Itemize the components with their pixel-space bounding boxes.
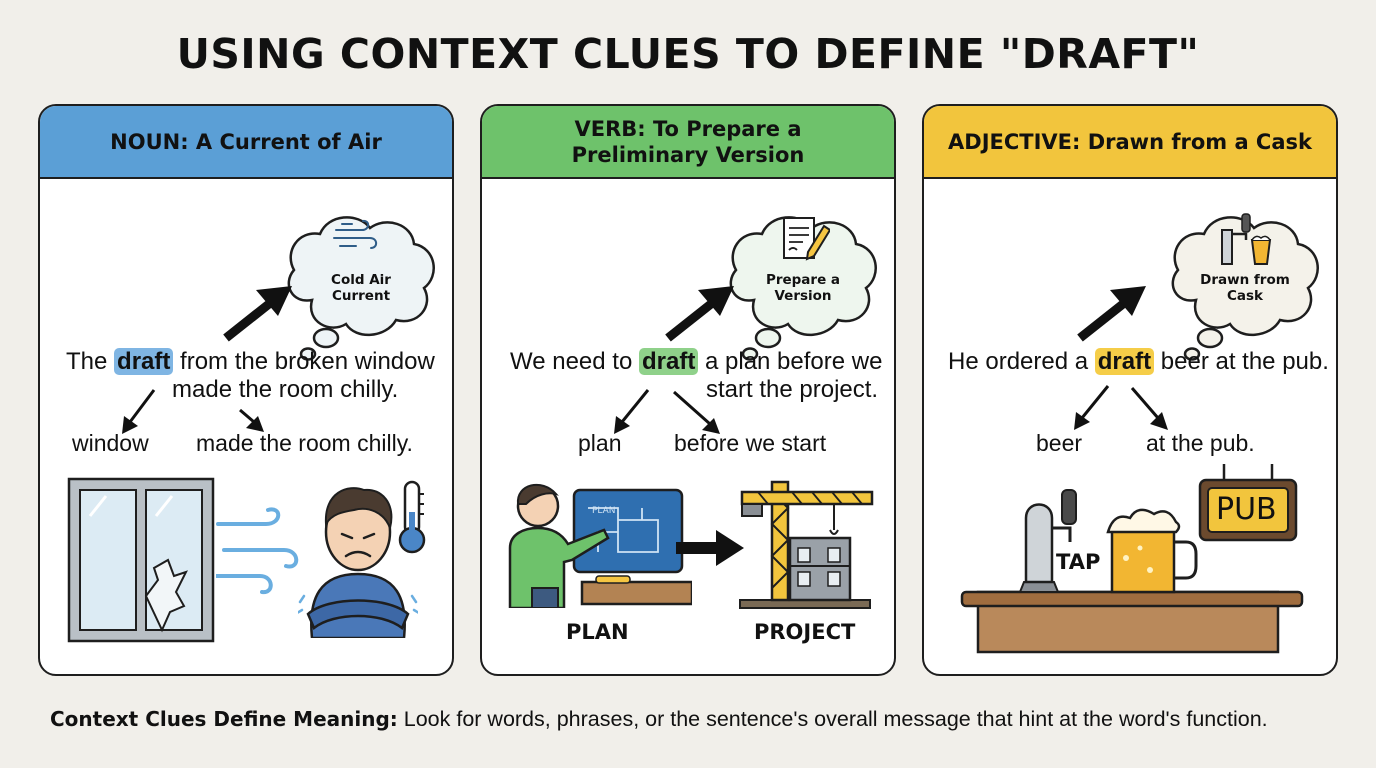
thought-cloud [729,216,877,361]
blueprint-label: PLAN [592,506,616,516]
footer-text: Look for words, phrases, or the sentence… [397,707,1268,731]
pub-sign-text: PUB [1216,492,1277,527]
broken-window-illustration [67,477,215,643]
clue-word: beer [1036,430,1083,456]
clue-arrows [1074,385,1168,430]
example-sentence-line2: start the project. [706,376,879,403]
project-label: PROJECT [754,620,856,644]
noun-panel: NOUN: A Current of Air Cold Air Current … [38,104,454,676]
footer-bold: Context Clues Define Meaning: [50,707,398,731]
plan-to-project-arrow [676,530,744,566]
verb-panel-header: VERB: To Prepare a Preliminary Version [482,106,894,179]
bar-counter-illustration [960,489,1304,654]
document-pencil-icon [783,217,830,261]
adjective-panel-header: ADJECTIVE: Drawn from a Cask [924,106,1336,179]
arrow-to-cloud [665,286,734,342]
example-sentence-line2: made the room chilly. [172,376,399,403]
clue-phrase: before we start [674,430,827,456]
footer-note: Context Clues Define Meaning: Look for w… [50,707,1340,732]
clue-phrase: at the pub. [1146,430,1255,456]
wind-icon [333,219,378,249]
page-title: USING CONTEXT CLUES TO DEFINE "DRAFT" [176,30,1200,78]
beer-tap-icon [1221,213,1272,265]
clue-phrase: made the room chilly. [196,430,413,456]
blueprint-text: PLAN [592,506,616,516]
cloud-label: Drawn from Cask [1200,272,1290,304]
example-sentence: The draft from the broken window [66,348,435,375]
tap-label: TAP [1056,550,1101,574]
example-sentence: We need to draft a plan before we [510,348,883,375]
arrow-to-cloud [1077,286,1146,342]
construction-crane-illustration [739,480,874,609]
planning-person-illustration [508,484,692,608]
noun-panel-header: NOUN: A Current of Air [40,106,452,179]
keyword-draft: draft [114,348,174,375]
plan-label: PLAN [566,620,629,644]
keyword-draft: draft [1094,348,1155,375]
wind-gust-icon [216,507,299,595]
clue-word: plan [578,430,622,456]
clue-arrows [614,389,720,434]
shivering-person-illustration [298,487,418,638]
verb-panel: VERB: To Prepare a Preliminary Version P… [480,104,896,676]
clue-word: window [72,430,149,456]
thermometer-icon [398,480,426,554]
example-sentence: He ordered a draft beer at the pub. [948,348,1329,375]
thought-cloud [1171,216,1319,361]
adjective-panel: ADJECTIVE: Drawn from a Cask Drawn from … [922,104,1338,676]
thought-cloud [287,216,435,361]
clue-arrows [122,389,264,434]
keyword-draft: draft [638,348,699,375]
cloud-label: Cold Air Current [331,272,391,304]
cloud-label: Prepare a Version [765,272,841,304]
pub-sign-illustration [1198,464,1298,542]
arrow-to-cloud [223,286,292,342]
